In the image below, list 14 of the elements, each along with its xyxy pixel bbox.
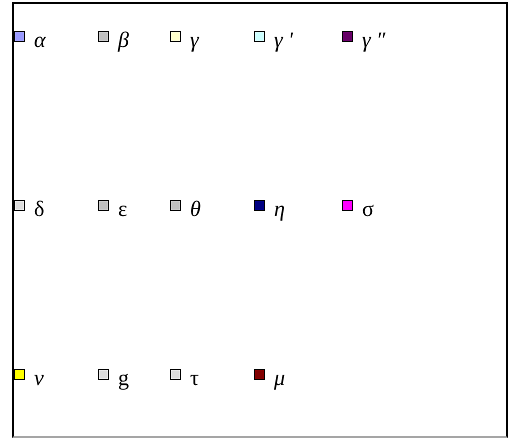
legend-label: γ ″: [362, 27, 386, 53]
legend-label: g: [118, 365, 129, 391]
legend-label: γ: [190, 27, 199, 53]
legend-label: μ: [274, 365, 286, 391]
legend-label: α: [34, 27, 46, 53]
legend-label: β: [118, 27, 129, 53]
legend-label: τ: [190, 365, 199, 391]
legend-label: γ ': [274, 27, 293, 53]
legend-label: δ: [34, 196, 44, 222]
legend-label: θ: [190, 196, 201, 222]
legend-label: η: [274, 196, 285, 222]
legend-label: ν: [34, 365, 44, 391]
legend-label: σ: [362, 196, 374, 222]
legend-label: ε: [118, 196, 128, 222]
